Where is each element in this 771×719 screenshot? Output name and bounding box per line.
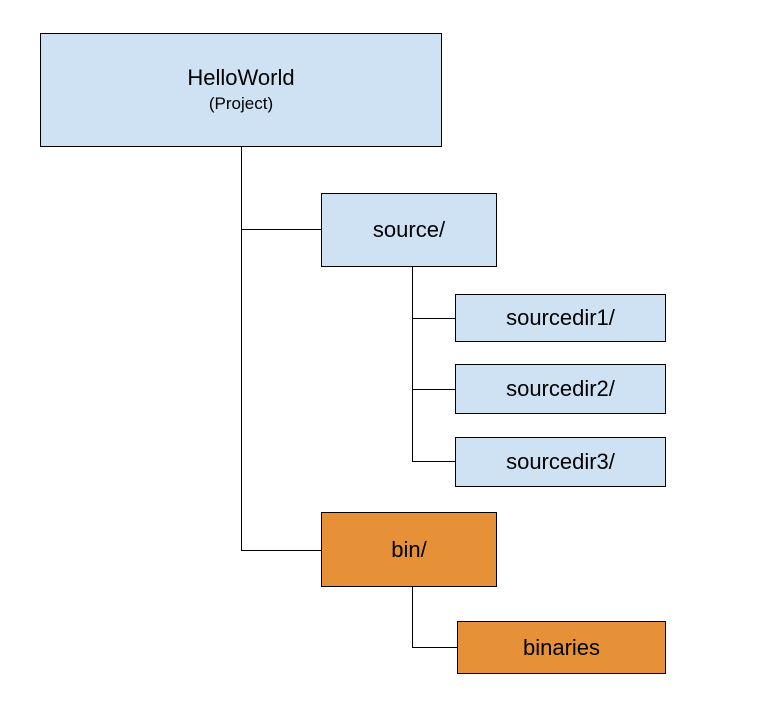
connector-bin-to-binaries <box>412 647 457 648</box>
sourcedir3-node: sourcedir3/ <box>455 437 666 487</box>
sourcedir2-node: sourcedir2/ <box>455 364 666 414</box>
connector-source-to-sourcedir1 <box>412 318 455 319</box>
connector-source-to-sourcedir3 <box>412 461 455 462</box>
project-name: HelloWorld <box>187 65 295 91</box>
connector-root-to-source <box>241 229 321 230</box>
sourcedir2-label: sourcedir2/ <box>506 376 615 402</box>
project-sublabel: (Project) <box>208 93 274 113</box>
connector-root-trunk <box>241 147 242 551</box>
source-folder-label: source/ <box>372 217 446 243</box>
connector-source-to-sourcedir2 <box>412 389 455 390</box>
binaries-label: binaries <box>522 634 601 660</box>
sourcedir3-label: sourcedir3/ <box>506 449 615 475</box>
source-folder-node: source/ <box>321 193 497 267</box>
binaries-node: binaries <box>457 621 666 674</box>
sourcedir1-node: sourcedir1/ <box>455 294 666 342</box>
bin-folder-node: bin/ <box>321 512 497 587</box>
connector-source-trunk <box>412 267 413 462</box>
connector-root-to-bin <box>241 550 321 551</box>
connector-bin-trunk <box>412 587 413 648</box>
sourcedir1-label: sourcedir1/ <box>506 305 615 331</box>
bin-folder-label: bin/ <box>391 536 427 562</box>
project-node: HelloWorld (Project) <box>40 33 442 147</box>
